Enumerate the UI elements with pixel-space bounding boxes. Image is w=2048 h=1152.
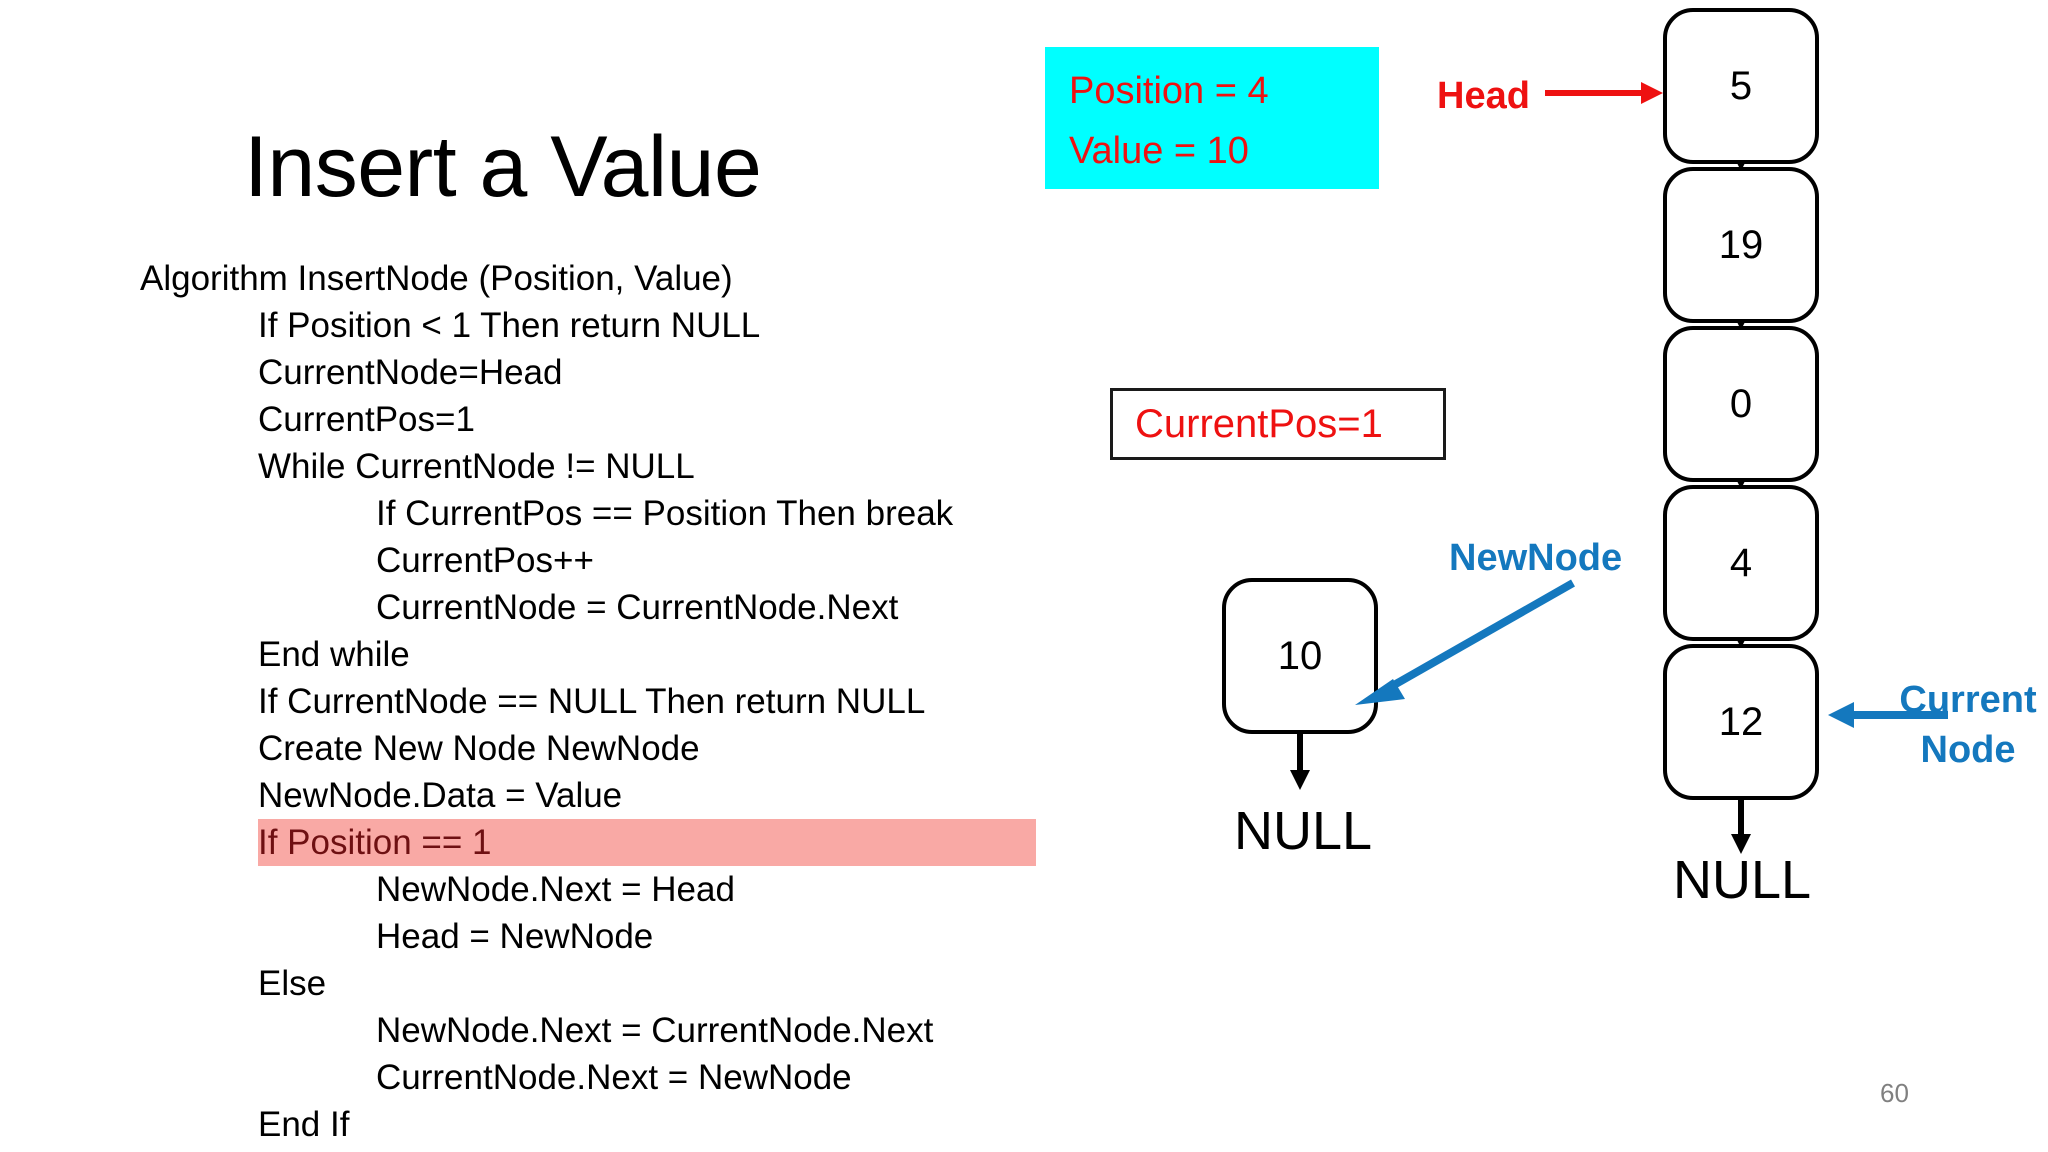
pseudocode-line: While CurrentNode != NULL	[140, 443, 1140, 490]
head-pointer-arrow-icon	[1545, 82, 1663, 104]
pseudocode-line-text: CurrentPos=1	[258, 400, 475, 439]
slide-page-number: 60	[1880, 1078, 1909, 1108]
pseudocode-line: NewNode.Data = Value	[140, 772, 1140, 819]
pseudocode-line: Else	[140, 960, 1140, 1007]
pseudocode-line: If CurrentNode == NULL Then return NULL	[140, 678, 1140, 725]
newnode-pointer-label: NewNode	[1449, 537, 1623, 579]
new-node-null-terminator: NULL	[1234, 801, 1373, 861]
pseudocode-line-text: NewNode.Data = Value	[258, 776, 623, 815]
pseudocode-line: End while	[140, 631, 1140, 678]
parameters-info-box: Position = 4 Value = 10	[1045, 47, 1379, 189]
pseudocode-line-text: Head = NewNode	[376, 917, 654, 956]
list-link-arrow-icon	[1736, 480, 1746, 489]
pseudocode-line-text: While CurrentNode != NULL	[258, 447, 695, 486]
parameter-position: Position = 4	[1069, 70, 1269, 112]
pseudocode-line-text: Algorithm InsertNode (Position, Value)	[140, 259, 733, 298]
list-node: 4	[1663, 485, 1819, 641]
pseudocode-line: NewNode.Next = CurrentNode.Next	[140, 1007, 1140, 1054]
pseudocode-line-text: End If	[258, 1105, 350, 1144]
list-link-arrow-icon	[1736, 639, 1746, 648]
pseudocode-line-text: If CurrentNode == NULL Then return NULL	[258, 682, 926, 721]
pseudocode-block: Algorithm InsertNode (Position, Value) If…	[140, 255, 1140, 1148]
list-node: 12	[1663, 644, 1819, 800]
list-node-value: 5	[1729, 63, 1753, 108]
pseudocode-line-text: Create New Node NewNode	[258, 729, 700, 768]
pseudocode-line-text: End while	[258, 635, 410, 674]
pseudocode-line: Algorithm InsertNode (Position, Value)	[140, 255, 1140, 302]
pseudocode-line-text: NewNode.Next = Head	[376, 870, 735, 909]
new-node-box: 10	[1222, 578, 1378, 734]
currentpos-status-text: CurrentPos=1	[1135, 401, 1383, 446]
currentpos-status-box: CurrentPos=1	[1110, 388, 1446, 460]
pseudocode-line: NewNode.Next = Head	[140, 866, 1140, 913]
list-node-value: 4	[1729, 540, 1753, 585]
pseudocode-line-text: If Position == 1	[258, 823, 492, 862]
pseudocode-line-text: If CurrentPos == Position Then break	[376, 494, 954, 533]
parameter-value: Value = 10	[1069, 130, 1249, 172]
page-title: Insert a Value	[244, 119, 762, 215]
pseudocode-line: CurrentNode=Head	[140, 349, 1140, 396]
newnode-pointer-arrow-icon	[1355, 579, 1575, 705]
pseudocode-line: End If	[140, 1101, 1140, 1148]
pseudocode-line: If Position < 1 Then return NULL	[140, 302, 1140, 349]
list-node-value: 0	[1729, 381, 1753, 426]
pseudocode-line: Head = NewNode	[140, 913, 1140, 960]
list-link-arrow-icon	[1736, 162, 1746, 171]
currentnode-label-line-2: Node	[1920, 729, 2016, 771]
pseudocode-line: CurrentNode = CurrentNode.Next	[140, 584, 1140, 631]
pseudocode-line-text: CurrentNode.Next = NewNode	[376, 1058, 852, 1097]
list-link-arrow-icon	[1731, 798, 1751, 854]
pseudocode-line-text: CurrentPos++	[376, 541, 594, 580]
list-node-value: 19	[1718, 222, 1764, 267]
pseudocode-line: CurrentPos=1	[140, 396, 1140, 443]
currentnode-pointer-arrow-icon	[1828, 702, 1948, 728]
new-node-link-arrow-icon	[1290, 732, 1310, 790]
pseudocode-line-text: CurrentNode = CurrentNode.Next	[376, 588, 899, 627]
pseudocode-line-text: Else	[258, 964, 327, 1003]
pseudocode-line-text: If Position < 1 Then return NULL	[258, 306, 761, 345]
list-node: 0	[1663, 326, 1819, 482]
currentnode-pointer-label: Current Node	[1888, 675, 2048, 775]
head-pointer-label: Head	[1437, 75, 1530, 117]
pseudocode-line-text: NewNode.Next = CurrentNode.Next	[376, 1011, 934, 1050]
list-node: 19	[1663, 167, 1819, 323]
pseudocode-line: If CurrentPos == Position Then break	[140, 490, 1140, 537]
list-link-arrow-icon	[1736, 321, 1746, 330]
pseudocode-line-text: CurrentNode=Head	[258, 353, 563, 392]
pseudocode-line: CurrentNode.Next = NewNode	[140, 1054, 1140, 1101]
list-null-terminator: NULL	[1673, 850, 1812, 910]
pseudocode-line: Create New Node NewNode	[140, 725, 1140, 772]
pseudocode-line: CurrentPos++	[140, 537, 1140, 584]
pseudocode-line-highlighted: If Position == 1	[258, 819, 1036, 866]
list-node: 5	[1663, 8, 1819, 164]
new-node-value: 10	[1277, 633, 1323, 678]
list-node-value: 12	[1718, 699, 1764, 744]
